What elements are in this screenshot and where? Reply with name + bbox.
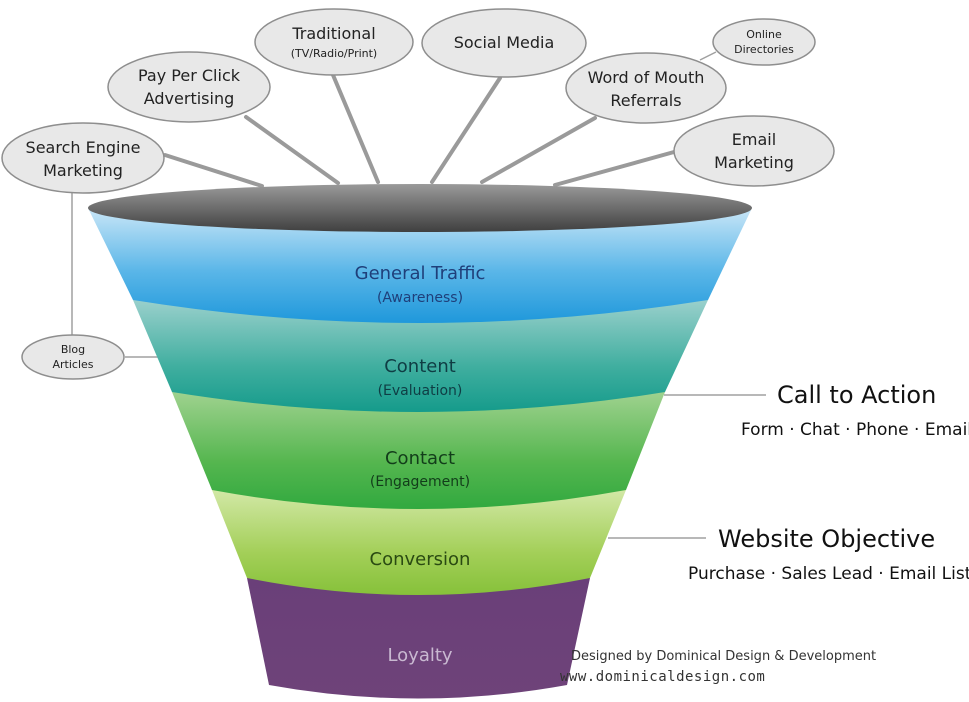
stage-labels: General Traffic (Awareness) Content (Eva… <box>355 263 486 666</box>
stage-subtitle-content: (Evaluation) <box>378 383 463 399</box>
connector-online-directories <box>699 51 717 61</box>
website-objective-annotation: Website Objective Purchase · Sales Lead … <box>608 525 969 584</box>
bubble-label-line: Referrals <box>610 91 681 110</box>
call-to-action-items: Form · Chat · Phone · Email <box>741 420 969 440</box>
bubble-blog-articles: Blog Articles <box>21 334 125 380</box>
bubble-search-engine-marketing: Search Engine Marketing <box>1 122 165 194</box>
bubble-traditional: Traditional (TV/Radio/Print) <box>254 8 414 76</box>
bubble-label-line: Articles <box>52 358 93 371</box>
website-objective-items: Purchase · Sales Lead · Email List <box>688 564 969 584</box>
bubble-word-of-mouth: Word of Mouth Referrals <box>565 52 727 124</box>
stage-title-content: Content <box>384 356 456 377</box>
bubble-label-line: (TV/Radio/Print) <box>291 47 377 60</box>
call-to-action-annotation: Call to Action Form · Chat · Phone · Ema… <box>664 381 969 440</box>
bubble-label-line: Marketing <box>43 161 123 180</box>
bubble-label-line: Word of Mouth <box>588 68 705 87</box>
bubble-social-media: Social Media <box>421 8 587 78</box>
call-to-action-title: Call to Action <box>777 381 936 409</box>
funnel <box>88 184 752 699</box>
funnel-band-loyalty <box>247 578 590 699</box>
bubble-label-line: Pay Per Click <box>138 66 241 85</box>
bubble-label-line: Directories <box>734 43 794 56</box>
funnel-band-general-traffic <box>88 208 752 323</box>
connector-email <box>553 150 676 187</box>
bubble-label-line: Email <box>732 130 776 149</box>
bubble-label-line: Marketing <box>714 153 794 172</box>
bubble-label-line: Online <box>746 28 782 41</box>
stage-title-conversion: Conversion <box>370 549 471 570</box>
bubble-pay-per-click: Pay Per Click Advertising <box>107 51 271 123</box>
website-objective-title: Website Objective <box>718 525 935 553</box>
funnel-band-content <box>133 300 708 412</box>
connector-social <box>430 76 502 184</box>
source-connectors <box>71 51 717 358</box>
funnel-band-conversion <box>212 490 626 595</box>
stage-title-general-traffic: General Traffic <box>355 263 486 284</box>
designer-url: www.dominicaldesign.com <box>560 669 765 685</box>
funnel-mouth <box>88 184 752 232</box>
bubble-label-line: Advertising <box>144 89 235 108</box>
designer-credit: Designed by Dominical Design & Developme… <box>571 649 876 664</box>
connector-search-engine <box>163 153 264 188</box>
stage-subtitle-contact: (Engagement) <box>370 474 470 490</box>
bubble-label-line: Search Engine <box>26 138 141 157</box>
connector-traditional <box>331 73 380 184</box>
connector-ppc <box>244 115 340 185</box>
connector-word-of-mouth <box>480 116 597 184</box>
bubble-email-marketing: Email Marketing <box>673 115 835 187</box>
bubble-online-directories: Online Directories <box>712 18 816 66</box>
stage-title-loyalty: Loyalty <box>387 645 452 666</box>
funnel-band-contact <box>172 392 665 509</box>
credit: Designed by Dominical Design & Developme… <box>560 649 876 685</box>
bubble-label-line: Traditional <box>291 24 375 43</box>
stage-title-contact: Contact <box>385 448 455 469</box>
stage-subtitle-general-traffic: (Awareness) <box>377 290 463 306</box>
bubble-label-line: Blog <box>61 343 85 356</box>
bubble-label-line: Social Media <box>454 33 555 52</box>
